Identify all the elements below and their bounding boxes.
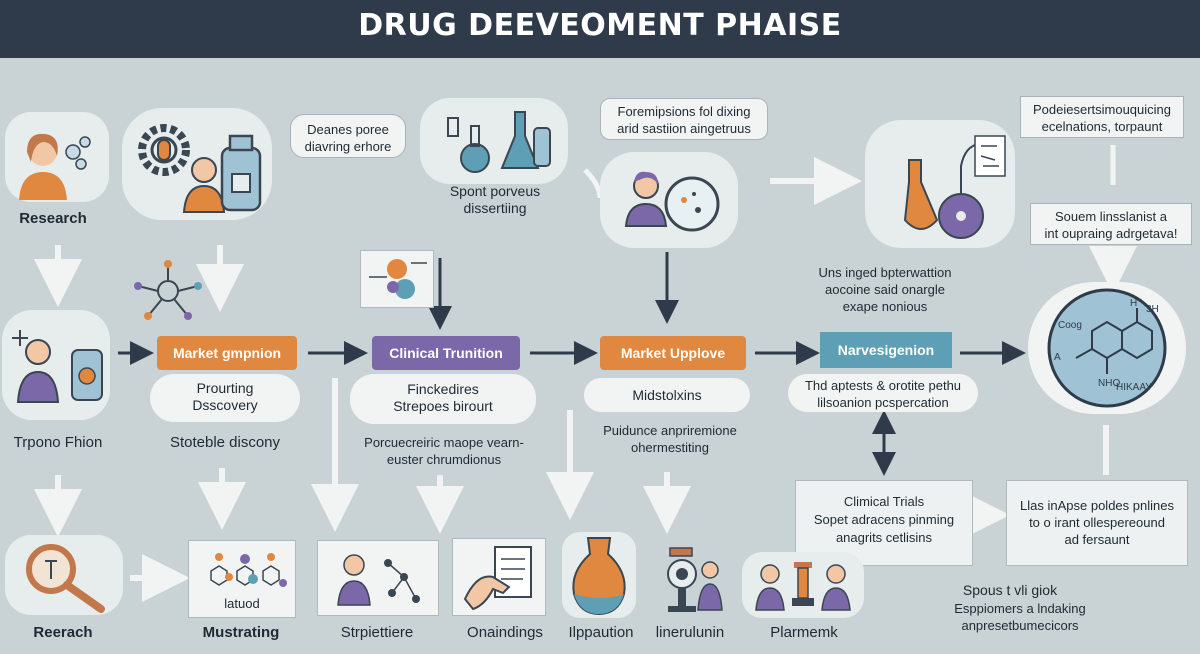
bottom-label-6: Plarmemk <box>770 624 838 641</box>
reerach-card <box>5 535 123 615</box>
molecule-label: 3H <box>1146 304 1159 315</box>
bottom-label-0: Reerach <box>33 624 93 641</box>
stage-clinical-trunition[interactable]: Clinical Trunition <box>372 336 520 370</box>
clipboard-box <box>452 538 546 616</box>
molecule-label: NHO <box>1098 378 1120 389</box>
patient-card <box>2 310 110 420</box>
bottom-label-4: Ilppaution <box>568 624 634 641</box>
person-network-icon <box>337 554 420 606</box>
stage4-bubble: Thd aptests & orotite pethu lilsoanion p… <box>788 374 978 412</box>
research-label: Research <box>19 210 87 227</box>
right-info-box: Llas inApse poldes pnlines to o irant ol… <box>1006 480 1188 566</box>
molecule-label: HIKAAY <box>1116 382 1152 393</box>
compound-card <box>360 250 434 308</box>
diagram-caption: latuod <box>224 596 260 611</box>
network-person-box <box>317 540 439 616</box>
gear-scientist-icon <box>138 124 262 213</box>
stage1-caption: Stoteble discony <box>169 434 281 451</box>
center-description: Uns inged bpterwattion aocoine said onar… <box>818 265 952 314</box>
analysis-card <box>600 152 738 248</box>
molecule-label: Coog <box>1058 320 1082 331</box>
bottom-right-body: Esppiomers a lndaking anpresetbumecicors <box>954 601 1086 633</box>
stage2-caption: Porcuecreiric maope vearn- euster chrumd… <box>364 435 524 467</box>
bottom-label-1: Mustrating <box>202 624 280 641</box>
bottom-label-3: Onaindings <box>467 624 543 641</box>
clinical-trials-box: Climical Trials Sopet adracens pinming a… <box>795 480 973 566</box>
bottom-label-2: Strpiettiere <box>340 624 414 641</box>
molecule-label: A <box>1054 352 1061 363</box>
stage3-caption: Puidunce anpriremione ohermestiting <box>603 423 737 455</box>
pharmacy-card <box>742 552 864 618</box>
molecule-diagram-box: latuod <box>188 540 296 618</box>
lab-equipment-icon <box>667 547 723 612</box>
stage1-bubble: Prourting Dsscovery <box>150 374 300 422</box>
stage-narvesigenion[interactable]: Narvesigenion <box>820 332 952 368</box>
lab-flasks-icon <box>447 111 551 173</box>
stage-market-upplove[interactable]: Market Upplove <box>600 336 746 370</box>
connector-light <box>583 168 603 199</box>
page-title: DRUG DEEVEOMENT PHAISE <box>358 8 842 43</box>
patient-medicine-icon <box>12 330 103 403</box>
bottom-right-title: Spous t vli giok <box>962 582 1058 598</box>
synthesis-card <box>865 120 1015 248</box>
flasks-card <box>420 98 568 184</box>
chemical-structure-icon: Coog H 3H A NHO HIKAAY <box>1047 288 1167 408</box>
molecule-chain-icon <box>210 553 287 587</box>
top-right-note: Podeiesertsimouquicing ecelnations, torp… <box>1020 96 1184 138</box>
stage2-bubble: Finckedires Strepoes birourt <box>350 374 536 424</box>
discovery-card <box>122 108 272 220</box>
header-bar: DRUG DEEVEOMENT PHAISE <box>0 0 1200 58</box>
molecule-icon <box>134 260 202 320</box>
synthesis-flasks-icon <box>903 135 1006 239</box>
compound-icon <box>369 259 427 299</box>
bottom-label-5: linerulunin <box>655 624 725 641</box>
stage-market-gmpnion[interactable]: Market gmpnion <box>157 336 297 370</box>
researcher-icon <box>19 133 91 200</box>
magnifier-icon <box>26 544 105 613</box>
vase-icon <box>572 537 626 616</box>
pharmacy-people-icon <box>755 562 851 611</box>
stage3-bubble: Midstolxins <box>584 378 750 412</box>
formulation-note: Foremipsions fol dixing arid sastiion ai… <box>600 98 768 140</box>
middle-left-label: Trpono Fhion <box>13 434 103 451</box>
clipboard-hand-icon <box>463 546 532 611</box>
scientist-magnifier-icon <box>624 171 720 232</box>
molecule-label: H <box>1130 298 1137 309</box>
right-middle-note: Souem linsslanist a int oupraing adrgeta… <box>1030 203 1192 245</box>
research-card <box>5 112 109 202</box>
flask-caption: Spont porveus dissertiing <box>449 183 541 216</box>
vase-card <box>562 532 636 618</box>
molecule-circle: Coog H 3H A NHO HIKAAY <box>1028 282 1186 414</box>
lab-speech-bubble: Deanes poree diavring erhore <box>290 114 406 158</box>
